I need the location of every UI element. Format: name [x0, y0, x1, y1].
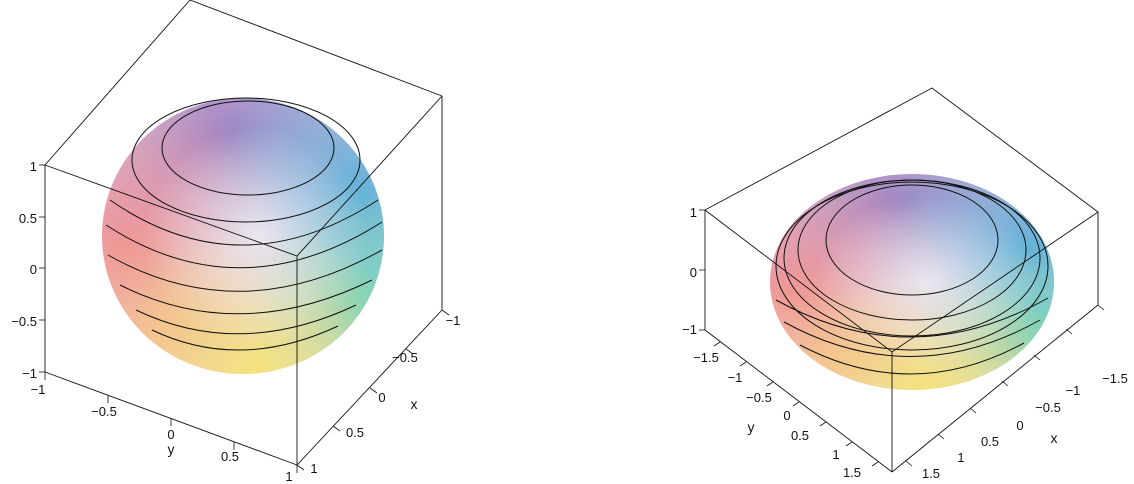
x-tick-label: 0: [1016, 418, 1023, 433]
y-tick-label: 0.5: [791, 428, 809, 443]
x-tick-label: 0.5: [346, 425, 364, 440]
spheroid-contours: [775, 179, 1049, 375]
z-axis-ticks: [699, 209, 705, 331]
y-tick-label: −1.5: [693, 350, 719, 365]
y-tick-label: 0: [783, 408, 790, 423]
plot-spheroid: 1 0 −1 −1.5 −1 −0.5 0 0.5 1 1.5 y: [682, 87, 1128, 481]
x-axis-name: x: [411, 396, 418, 412]
x-axis-labels: 1.5 1 0.5 0 −0.5 −1 −1.5 x: [922, 371, 1128, 481]
y-axis-ticks: [713, 341, 879, 467]
x-tick-label: 1: [957, 450, 964, 465]
x-tick-label: 0.5: [981, 434, 999, 449]
x-axis-ticks: [296, 309, 450, 471]
x-tick-label: −0.5: [1035, 400, 1061, 415]
z-tick-label: −1: [682, 322, 697, 337]
y-tick-label: −0.5: [91, 404, 117, 419]
x-axis-ticks: [905, 304, 1105, 467]
y-tick-label: 0: [167, 427, 174, 442]
y-tick-label: −0.5: [746, 390, 772, 405]
x-axis-labels: 1 0.5 0 −0.5 −1 x: [310, 313, 460, 476]
sphere-surface: [102, 98, 384, 374]
y-tick-label: 0.5: [221, 449, 239, 464]
box-back-edges: [44, 0, 443, 310]
y-tick-label: −1: [31, 382, 46, 397]
y-axis-labels: −1 −0.5 0 0.5 1 y: [31, 382, 293, 484]
x-tick-label: −1: [1066, 383, 1081, 398]
y-axis-name: y: [748, 419, 755, 435]
x-tick-label: −1: [446, 313, 461, 328]
y-axis-ticks: [44, 372, 298, 473]
z-tick-label: 0: [30, 262, 37, 277]
y-tick-label: 1.5: [843, 465, 861, 480]
y-tick-label: 1: [285, 469, 292, 484]
z-tick-label: −0.5: [11, 314, 37, 329]
y-tick-label: 1: [832, 447, 839, 462]
y-axis-name: y: [168, 441, 175, 457]
z-axis-labels: 1 0 −1: [682, 205, 697, 337]
x-tick-label: −1.5: [1102, 371, 1128, 386]
z-tick-label: −1: [22, 366, 37, 381]
plot-sphere: 1 0.5 0 −0.5 −1 −1 −0.5 0 0.5 1 y: [11, 0, 460, 484]
x-axis-name: x: [1051, 430, 1058, 446]
x-tick-label: 1.5: [922, 466, 940, 481]
spheroid-surface: [770, 174, 1054, 390]
z-tick-label: 1: [690, 205, 697, 220]
x-tick-label: −0.5: [392, 350, 418, 365]
z-axis-labels: 1 0.5 0 −0.5 −1: [11, 159, 37, 381]
box-back-edges: [704, 87, 1099, 305]
sphere-contours: [105, 97, 383, 351]
y-tick-label: −1: [728, 370, 743, 385]
x-tick-label: 1: [310, 461, 317, 476]
z-tick-label: 1: [30, 159, 37, 174]
z-tick-label: 0.5: [19, 211, 37, 226]
z-axis-ticks: [39, 164, 45, 373]
y-axis-labels: −1.5 −1 −0.5 0 0.5 1 1.5 y: [693, 350, 861, 480]
x-tick-label: 0: [378, 390, 385, 405]
z-tick-label: 0: [690, 265, 697, 280]
